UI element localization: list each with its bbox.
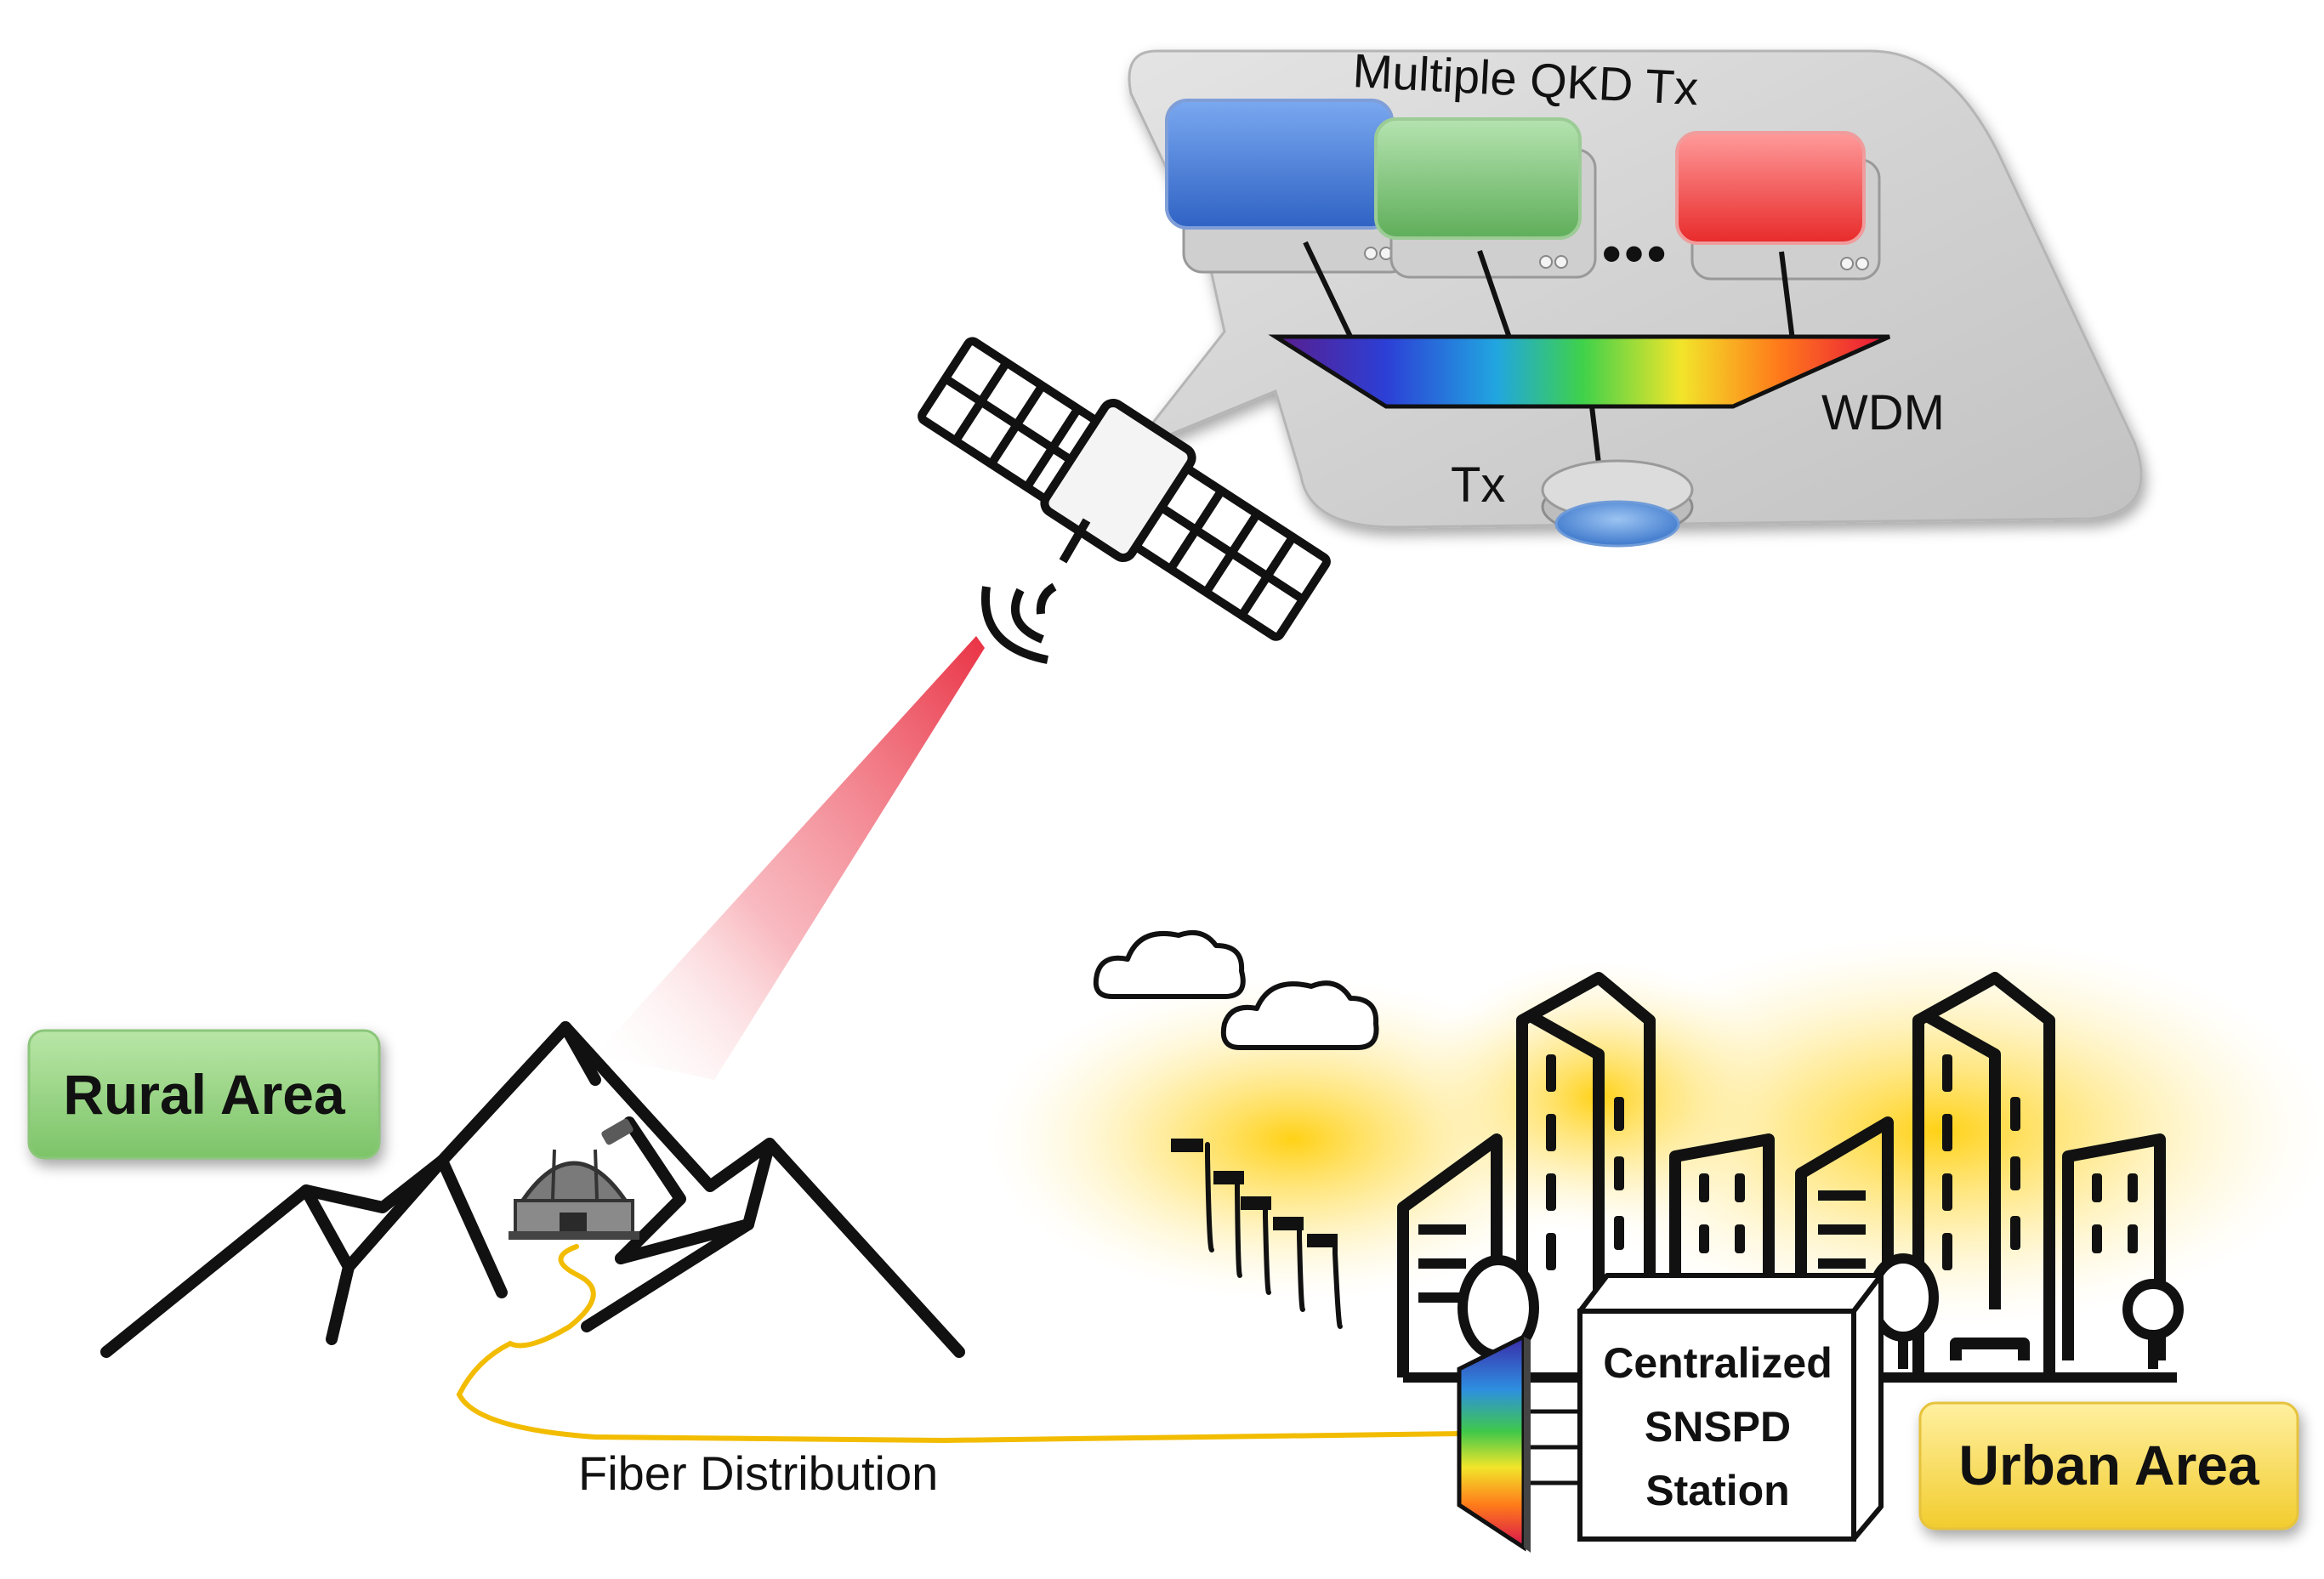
laser-beam [595,636,985,1080]
streetlight-icon [1171,1139,1343,1329]
cloud-icon [1220,980,1379,1050]
tx-module-red [1675,131,1881,281]
tx-module-green [1374,117,1597,279]
tx-lens [1541,459,1694,548]
snspd-station [1457,1273,1884,1553]
building-windows-left [1418,1054,1745,1303]
mountain-icon [100,1021,965,1358]
tree-icon [1457,1253,2184,1377]
building-icon [1795,972,2166,1377]
building-windows-right [1818,1054,2138,1270]
snspd-station-line-2: SNSPD [1645,1403,1791,1451]
more-modules-ellipsis: ••• [1602,223,1669,284]
qkd-transmitter-panel: Multiple QKD Tx ••• [1127,43,2143,548]
observatory-icon [509,1118,639,1240]
rural-area-badge [27,1029,381,1160]
wdm-label: WDM [1821,385,1945,440]
tx-label: Tx [1451,457,1505,513]
snspd-station-line-3: Station [1645,1467,1789,1514]
module-connectors [1303,241,1795,464]
tx-module-blue [1165,99,1411,274]
fiber-cable [456,1244,1465,1444]
cloud-icon [1093,930,1246,999]
wdm-prism [1268,334,1891,409]
snspd-prism [1457,1332,1526,1552]
urban-area-label: Urban Area [1958,1434,2260,1497]
fiber-distribution-label: Fiber Distribution [578,1446,938,1500]
satellite-icon [918,337,1331,664]
rural-area-label: Rural Area [63,1063,346,1126]
snspd-station-line-1: Centralized [1603,1339,1832,1387]
urban-area-badge [1918,1401,2299,1531]
